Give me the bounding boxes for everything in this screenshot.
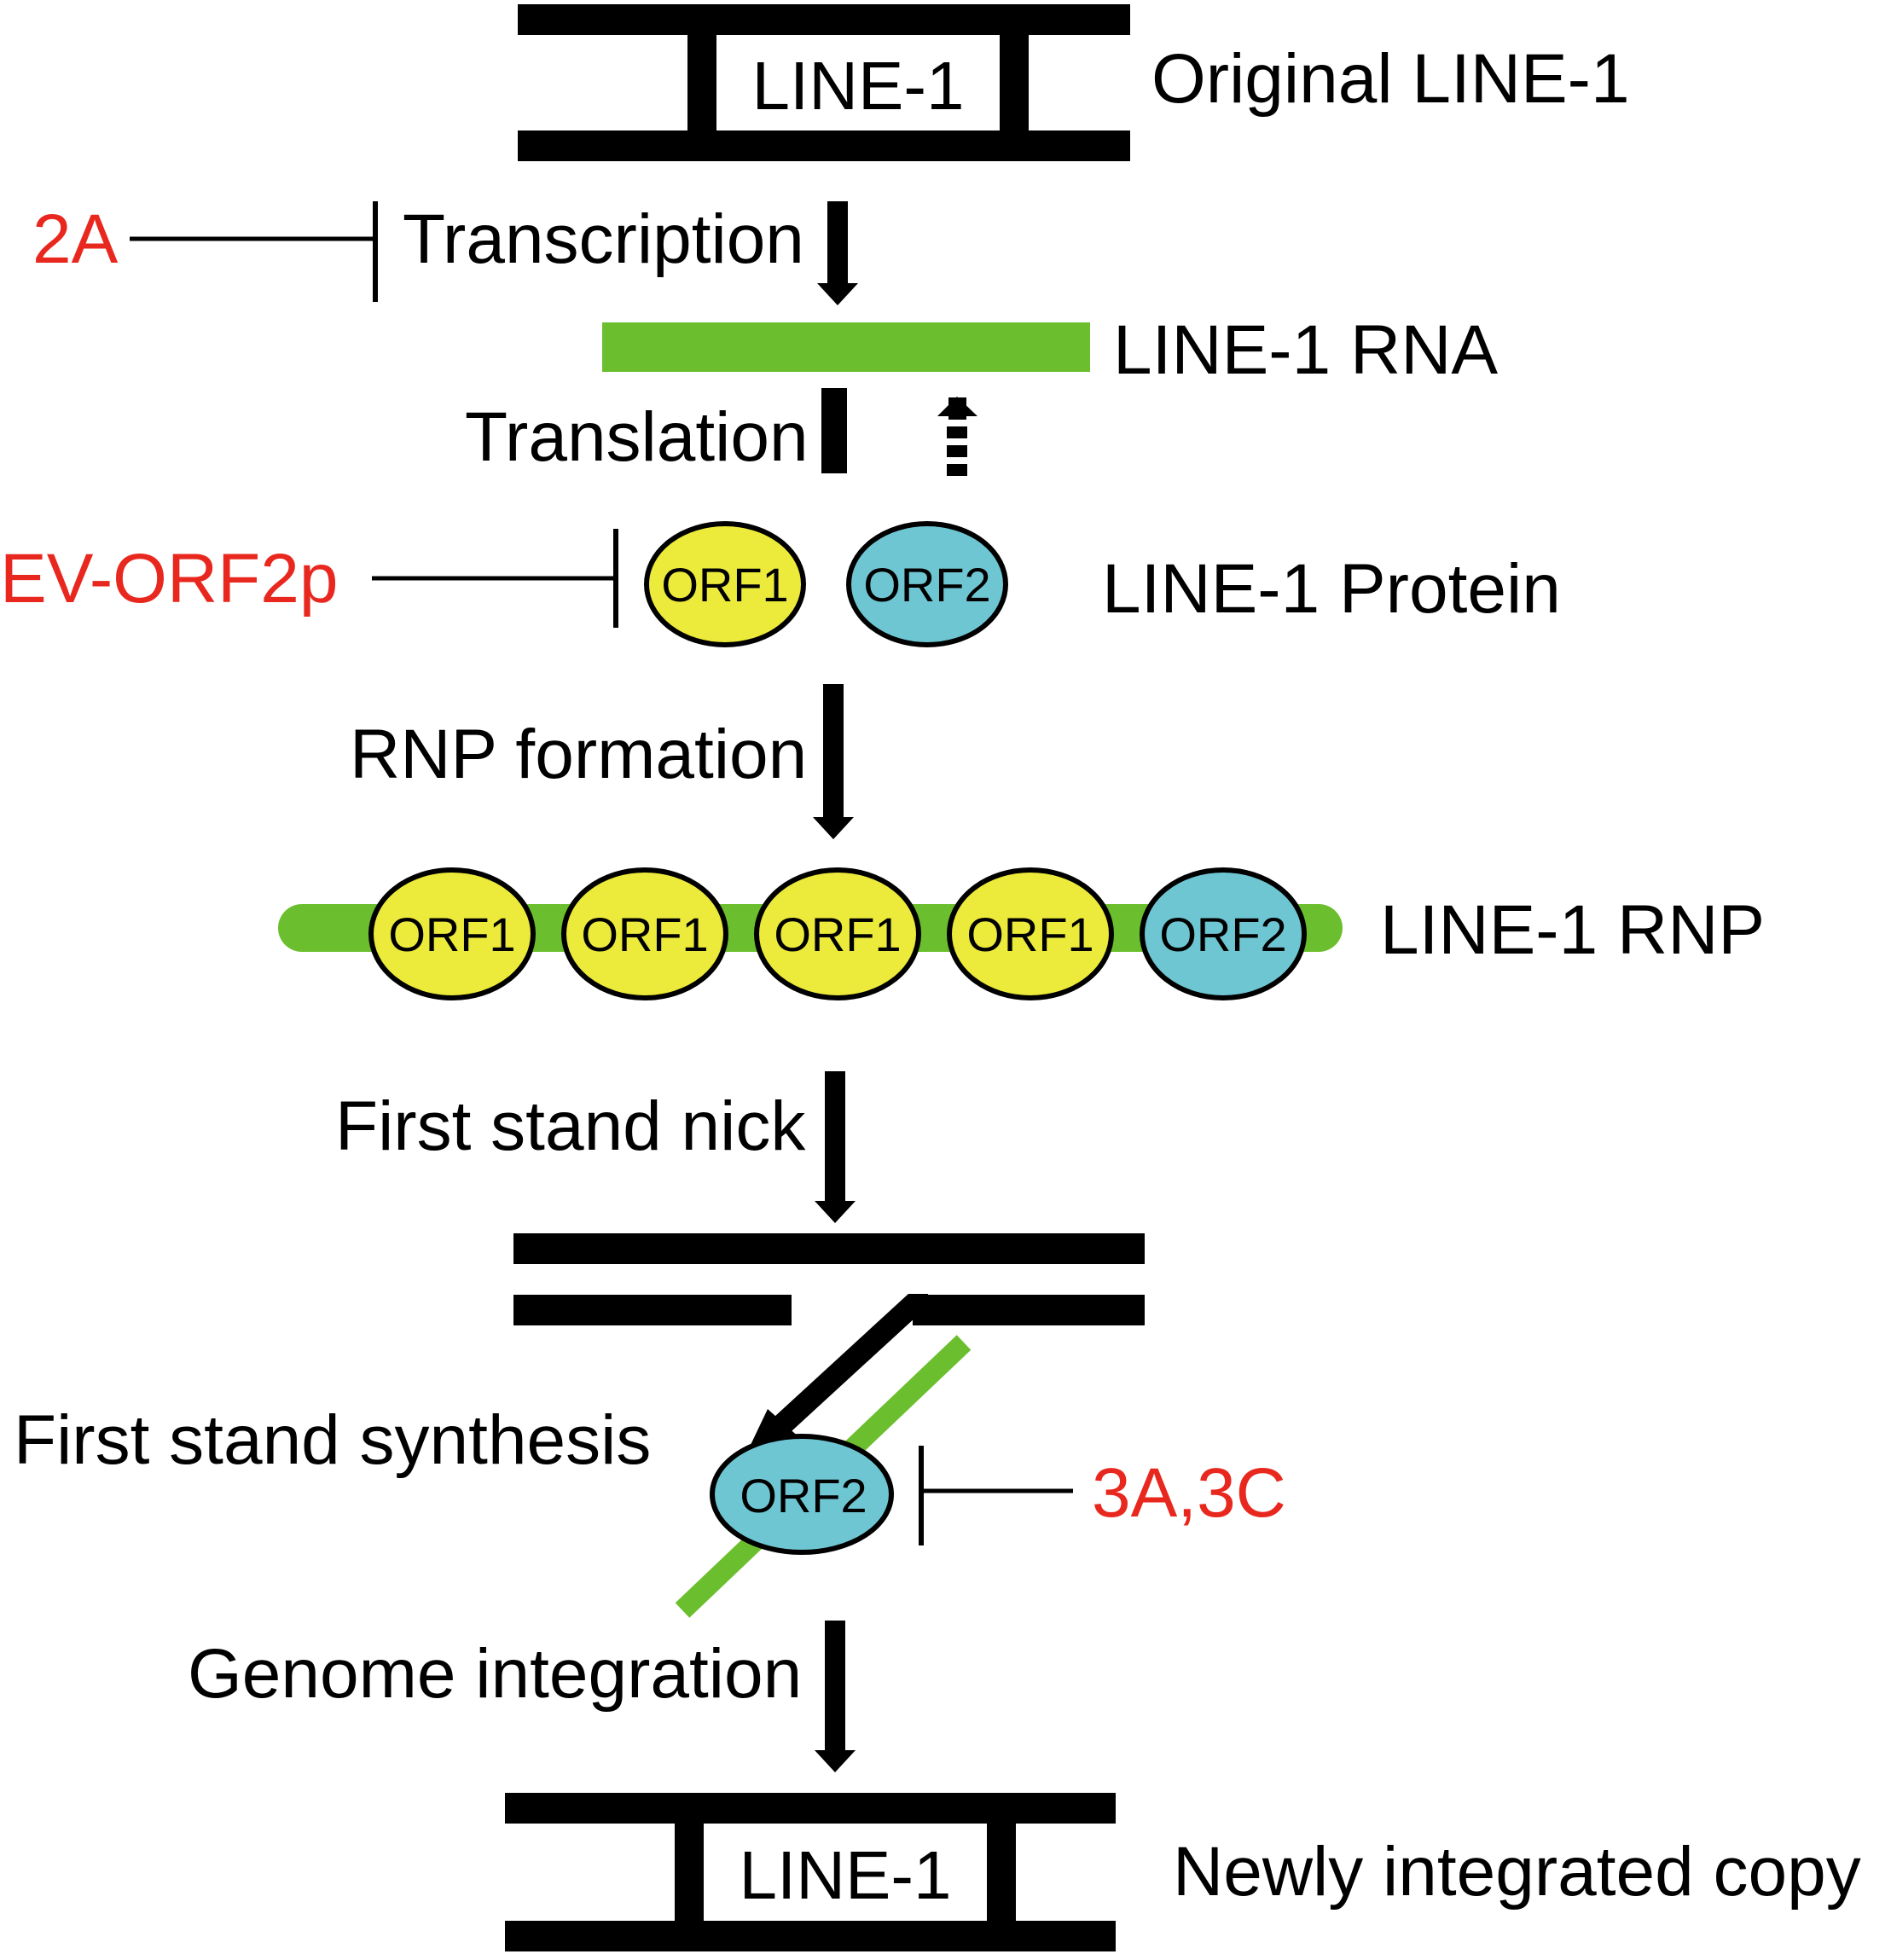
left-post bbox=[687, 35, 716, 130]
orf1-protein bbox=[644, 521, 806, 647]
line1-rna-caption: LINE-1 RNA bbox=[1113, 311, 1498, 389]
inhibitor-3a3c-label: 3A,3C bbox=[1092, 1454, 1286, 1532]
new-line1-box-label: LINE-1 bbox=[740, 1837, 952, 1913]
right-post bbox=[1000, 35, 1029, 130]
step-rnp-formation-label: RNP formation bbox=[350, 716, 807, 793]
rnp-protein-orf1 bbox=[947, 867, 1114, 1000]
top-strand-bar bbox=[518, 4, 1130, 35]
rnp-protein-label: ORF1 bbox=[774, 908, 901, 961]
nicked-dna-top-strand bbox=[513, 1233, 1145, 1264]
first-strand-nick-arrow bbox=[815, 1071, 856, 1223]
nicked-dna-bottom-right bbox=[913, 1295, 1145, 1325]
rnp-formation-arrow bbox=[813, 684, 854, 839]
orf1-protein-label: ORF1 bbox=[661, 558, 788, 612]
line1-box bbox=[716, 48, 1000, 123]
rnp-protein-orf2 bbox=[1140, 867, 1307, 1000]
synthesis-orf2-protein bbox=[710, 1434, 894, 1555]
rnp-protein-label: ORF1 bbox=[581, 908, 708, 961]
inhibitor-ev-orf2p-label: EV-ORF2p bbox=[0, 540, 338, 618]
line1-rnp: ORF1 ORF1 ORF1 ORF1 ORF2 bbox=[278, 867, 1343, 1000]
step-first-strand-nick-label: First stand nick bbox=[335, 1087, 806, 1165]
original-line1-caption: Original LINE-1 bbox=[1151, 40, 1630, 118]
line1-rna-bar bbox=[602, 322, 1090, 372]
synthesis-orf2-label: ORF2 bbox=[740, 1469, 867, 1522]
original-line1-element: LINE-1 bbox=[518, 4, 1130, 161]
rnp-protein-orf1 bbox=[561, 867, 728, 1000]
step-transcription-label: Transcription bbox=[403, 200, 804, 278]
line1-protein-caption: LINE-1 Protein bbox=[1102, 550, 1561, 628]
new-right-post bbox=[987, 1824, 1016, 1921]
nicked-dna-bottom-left bbox=[513, 1295, 792, 1325]
orf2-protein-label: ORF2 bbox=[863, 558, 990, 612]
genome-integration-arrow bbox=[815, 1621, 856, 1772]
step-first-strand-synthesis-label: First stand synthesis bbox=[14, 1401, 651, 1479]
rnp-protein-orf1 bbox=[754, 867, 921, 1000]
rnp-protein-label: ORF1 bbox=[388, 908, 515, 961]
new-bottom-strand-bar bbox=[505, 1921, 1116, 1951]
dashed-up-arrow bbox=[937, 397, 977, 476]
newly-integrated-element: LINE-1 bbox=[505, 1793, 1116, 1951]
nicked-dna bbox=[513, 1233, 1145, 1325]
new-line1-box bbox=[704, 1837, 987, 1912]
orf2-protein bbox=[846, 521, 1008, 647]
step-translation-label: Translation bbox=[465, 398, 809, 476]
rnp-protein-label: ORF2 bbox=[1159, 908, 1286, 961]
translation-bar bbox=[821, 388, 847, 473]
new-top-strand-bar bbox=[505, 1793, 1116, 1824]
bottom-strand-bar bbox=[518, 130, 1130, 161]
line1-box-label: LINE-1 bbox=[752, 48, 965, 124]
step-genome-integration-label: Genome integration bbox=[188, 1635, 802, 1713]
inhibitor-2a-label: 2A bbox=[32, 200, 119, 278]
synthesis-new-strand bbox=[760, 1294, 928, 1447]
new-left-post bbox=[675, 1824, 704, 1921]
rnp-protein-label: ORF1 bbox=[966, 908, 1093, 961]
transcription-arrow bbox=[817, 201, 858, 305]
line1-rnp-caption: LINE-1 RNP bbox=[1380, 891, 1765, 969]
rnp-protein-orf1 bbox=[368, 867, 536, 1000]
newly-integrated-caption: Newly integrated copy bbox=[1173, 1833, 1861, 1911]
